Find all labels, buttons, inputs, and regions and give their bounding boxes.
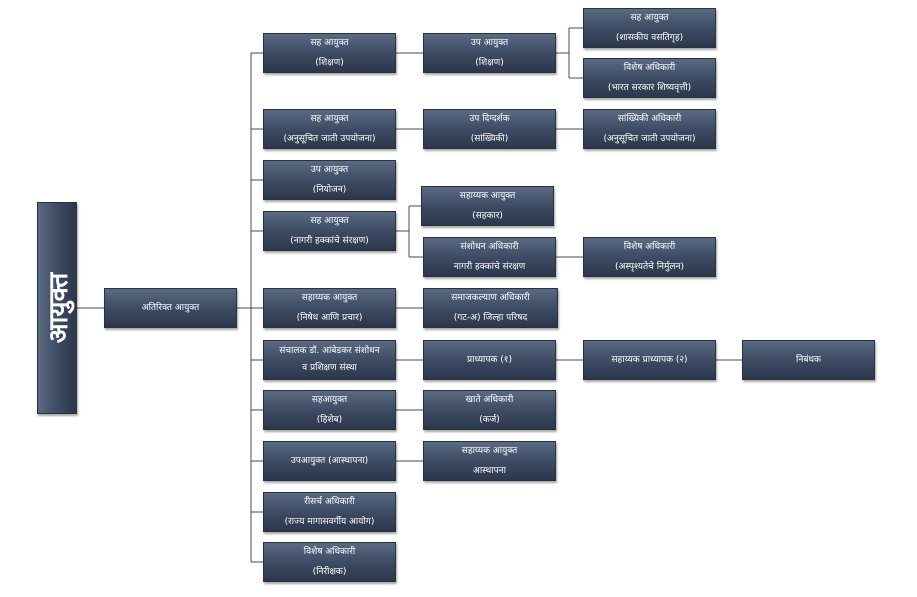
box-title: उप आयुक्त: [310, 165, 349, 175]
box-subtitle: नागरी हक्कांचे संरक्षण: [453, 262, 526, 272]
assistant-professor-box: सहाय्यक प्राध्यापक (२): [583, 340, 716, 380]
box-subtitle: आस्थापना: [472, 466, 507, 476]
box-title: निबंधक: [796, 355, 821, 365]
box-subtitle: (राज्य मागासवर्गीय आयोग): [284, 517, 375, 527]
box-title: सहाय्यक आयुक्त: [461, 446, 518, 456]
assistant-commissioner-establishment-box: सहाय्यक आयुक्त आस्थापना: [423, 441, 556, 481]
special-officer-inspection-box: विशेष अधिकारी (निरीक्षक): [263, 542, 396, 582]
professor-box: प्राध्यापक (१): [423, 340, 556, 380]
box-subtitle: (सांख्यिकी): [470, 134, 509, 144]
research-officer-civil-rights-box: संशोधन अधिकारी नागरी हक्कांचे संरक्षण: [423, 237, 556, 277]
box-subtitle: (शिक्षण): [315, 58, 344, 68]
box-subtitle: (गट-अ) जिल्हा परिषद: [453, 313, 528, 323]
box-title: उप आयुक्त: [470, 38, 509, 48]
social-welfare-officer-box: समाजकल्याण अधिकारी (गट-अ) जिल्हा परिषद: [423, 288, 558, 328]
deputy-director-statistics-box: उप दिग्दर्शक (सांख्यिकी): [423, 109, 556, 149]
joint-commissioner-audit-box: सहआयुक्त (हिशेब): [263, 390, 396, 430]
box-title: समाजकल्याण अधिकारी: [451, 293, 530, 303]
joint-commissioner-civil-rights-box: सह आयुक्त (नागरी हक्कांचे संरक्षण): [263, 211, 396, 251]
box-subtitle: (शासकीय वसतिगृह): [615, 33, 684, 43]
joint-commissioner-sc-plan-box: सह आयुक्त (अनुसूचित जाती उपयोजना): [263, 109, 396, 149]
box-subtitle: (अनुसूचित जाती उपयोजना): [603, 134, 696, 144]
box-subtitle: (भारत सरकार शिष्यवृत्ती): [607, 83, 692, 93]
box-subtitle: (निषेध आणि प्रचार): [296, 313, 363, 323]
box-title: सह आयुक्त: [310, 38, 349, 48]
box-subtitle: (निरीक्षक): [312, 567, 347, 577]
box-subtitle: (हिशेब): [316, 415, 343, 425]
box-title: संशोधन अधिकारी: [460, 242, 519, 252]
joint-commissioner-education-box: सह आयुक्त (शिक्षण): [263, 33, 396, 73]
box-subtitle: व प्रशिक्षण संस्था: [302, 363, 357, 373]
box-title: सह आयुक्त: [310, 114, 349, 124]
box-subtitle: (कर्ज): [479, 415, 500, 425]
box-title: उप दिग्दर्शक: [469, 114, 510, 124]
box-title: विशेष अधिकारी: [623, 63, 676, 73]
box-title: खाते अधिकारी: [465, 395, 514, 405]
director-ambedkar-institute-box: संचालक डॉ. आंबेडकर संशोधन व प्रशिक्षण सं…: [263, 340, 396, 380]
deputy-commissioner-education-box: उप आयुक्त (शिक्षण): [423, 33, 556, 73]
box-subtitle: (शिक्षण): [475, 58, 504, 68]
commissioner-box: आयुक्त: [37, 202, 77, 414]
box-title: सहाय्यक आयुक्त: [459, 191, 516, 201]
box-subtitle: (अनुसूचित जाती उपयोजना): [283, 134, 376, 144]
additional-commissioner-label: अतिरिक्त आयुक्त: [141, 303, 200, 313]
box-title: प्राध्यापक (१): [467, 355, 512, 365]
box-title: सहआयुक्त: [311, 395, 348, 405]
assistant-commissioner-prohibition-box: सहाय्यक आयुक्त (निषेध आणि प्रचार): [263, 288, 396, 328]
box-subtitle: (नियोजन): [312, 185, 347, 195]
box-title: सहाय्यक आयुक्त: [301, 293, 358, 303]
joint-commissioner-hostel-box: सह आयुक्त (शासकीय वसतिगृह): [583, 8, 716, 48]
box-subtitle: (नागरी हक्कांचे संरक्षण): [290, 236, 369, 246]
deputy-commissioner-establishment-box: उपआयुक्त (आस्थापना): [263, 441, 396, 481]
registrar-box: निबंधक: [742, 340, 875, 380]
special-officer-untouchability-box: विशेष अधिकारी (अस्पृश्यतेचे निर्मुलन): [583, 237, 716, 277]
research-officer-box: रीसर्च अधिकारी (राज्य मागासवर्गीय आयोग): [263, 492, 396, 532]
box-title: रीसर्च अधिकारी: [304, 497, 355, 507]
accounts-officer-box: खाते अधिकारी (कर्ज): [423, 390, 556, 430]
assistant-commissioner-cooperation-box: सहाय्यक आयुक्त (सहकार): [421, 186, 554, 226]
box-title: संचालक डॉ. आंबेडकर संशोधन: [279, 346, 380, 356]
additional-commissioner-box: अतिरिक्त आयुक्त: [104, 288, 237, 328]
box-subtitle: (सहकार): [472, 211, 503, 221]
statistics-officer-box: सांख्यिकी अधिकारी (अनुसूचित जाती उपयोजना…: [583, 109, 716, 149]
box-title: सांख्यिकी अधिकारी: [617, 114, 682, 124]
box-title: सह आयुक्त: [630, 13, 669, 23]
box-title: विशेष अधिकारी: [303, 547, 356, 557]
box-title: सह आयुक्त: [310, 216, 349, 226]
box-title: उपआयुक्त (आस्थापना): [290, 456, 369, 466]
box-title: विशेष अधिकारी: [623, 242, 676, 252]
deputy-commissioner-planning-box: उप आयुक्त (नियोजन): [263, 160, 396, 200]
box-title: सहाय्यक प्राध्यापक (२): [611, 355, 688, 365]
box-subtitle: (अस्पृश्यतेचे निर्मुलन): [614, 262, 685, 272]
special-officer-scholarship-box: विशेष अधिकारी (भारत सरकार शिष्यवृत्ती): [583, 58, 716, 98]
commissioner-label: आयुक्त: [44, 272, 74, 344]
